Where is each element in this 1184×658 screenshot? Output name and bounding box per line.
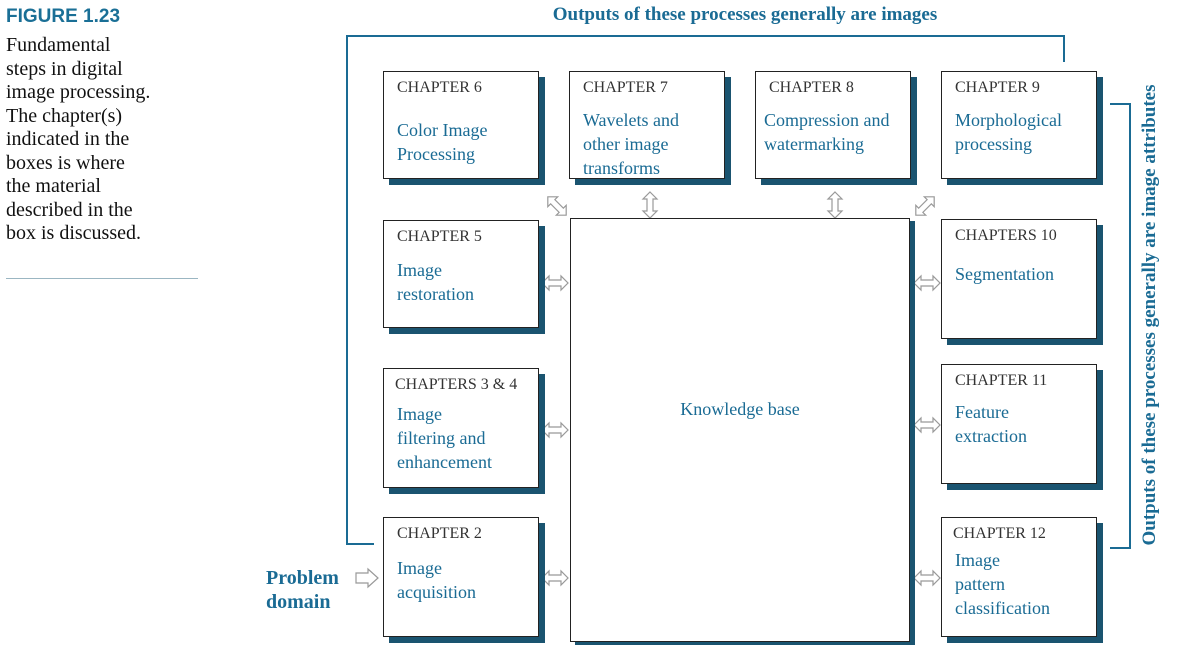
chapter-label: CHAPTER 12 — [953, 525, 1046, 542]
link-acquisition-arrow — [541, 569, 569, 587]
box-title: Morphological processing — [955, 110, 1062, 154]
box-pattern-classification: CHAPTER 12 Image pattern classification — [941, 517, 1097, 637]
box-title: Wavelets and other image transforms — [583, 110, 680, 178]
box-image-filtering: CHAPTERS 3 & 4 Image filtering and enhan… — [383, 368, 539, 488]
box-color-image-processing: CHAPTER 6 Color Image Processing — [383, 71, 539, 179]
box-title: Image pattern classification — [955, 550, 1050, 618]
link-wavelets-arrow — [641, 191, 659, 219]
box-title: Segmentation — [955, 264, 1054, 284]
chapter-label: CHAPTER 7 — [583, 79, 668, 96]
knowledge-base-box: Knowledge base — [570, 218, 910, 642]
box-morphological-processing: CHAPTER 9 Morphological processing — [941, 71, 1097, 179]
chapter-label: CHAPTER 8 — [769, 79, 854, 96]
problem-domain-label: Problem domain — [266, 567, 339, 613]
link-feature-arrow — [913, 416, 941, 434]
link-restoration-arrow — [541, 274, 569, 292]
box-segmentation: CHAPTERS 10 Segmentation — [941, 219, 1097, 339]
figure-caption: Fundamental steps in digital image proce… — [6, 34, 151, 244]
box-title: Image acquisition — [397, 558, 476, 602]
link-compression-arrow — [826, 191, 844, 219]
knowledge-base-label: Knowledge base — [680, 399, 800, 419]
box-title: Compression and watermarking — [764, 110, 890, 154]
caption-divider — [6, 278, 198, 279]
attributes-output-bracket — [1110, 103, 1131, 549]
link-morphology-arrow — [915, 196, 935, 216]
chapter-label: CHAPTERS 10 — [955, 227, 1057, 244]
chapter-label: CHAPTER 2 — [397, 525, 482, 542]
box-image-restoration: CHAPTER 5 Image restoration — [383, 220, 539, 328]
box-title: Color Image Processing — [397, 120, 488, 164]
images-output-bracket — [346, 35, 1065, 545]
images-output-label: Outputs of these processes generally are… — [552, 4, 938, 25]
attributes-output-label: Outputs of these processes generally are… — [1139, 84, 1160, 546]
box-title: Image filtering and enhancement — [397, 404, 492, 472]
link-classification-arrow — [913, 569, 941, 587]
chapter-label: CHAPTER 5 — [397, 228, 482, 245]
figure-label: FIGURE 1.23 — [6, 6, 121, 27]
chapter-label: CHAPTER 6 — [397, 79, 482, 96]
box-image-acquisition: CHAPTER 2 Image acquisition — [383, 517, 539, 637]
link-segmentation-arrow — [913, 274, 941, 292]
box-title: Feature extraction — [955, 402, 1027, 446]
box-title: Image restoration — [397, 260, 474, 304]
box-feature-extraction: CHAPTER 11 Feature extraction — [941, 364, 1097, 484]
input-arrow — [355, 567, 379, 589]
box-wavelets: CHAPTER 7 Wavelets and other image trans… — [569, 71, 725, 179]
link-color-arrow — [547, 196, 567, 216]
chapter-label: CHAPTER 9 — [955, 79, 1040, 96]
chapter-label: CHAPTERS 3 & 4 — [395, 376, 518, 393]
chapter-label: CHAPTER 11 — [955, 372, 1048, 389]
box-compression: CHAPTER 8 Compression and watermarking — [755, 71, 911, 179]
link-filtering-arrow — [541, 421, 569, 439]
